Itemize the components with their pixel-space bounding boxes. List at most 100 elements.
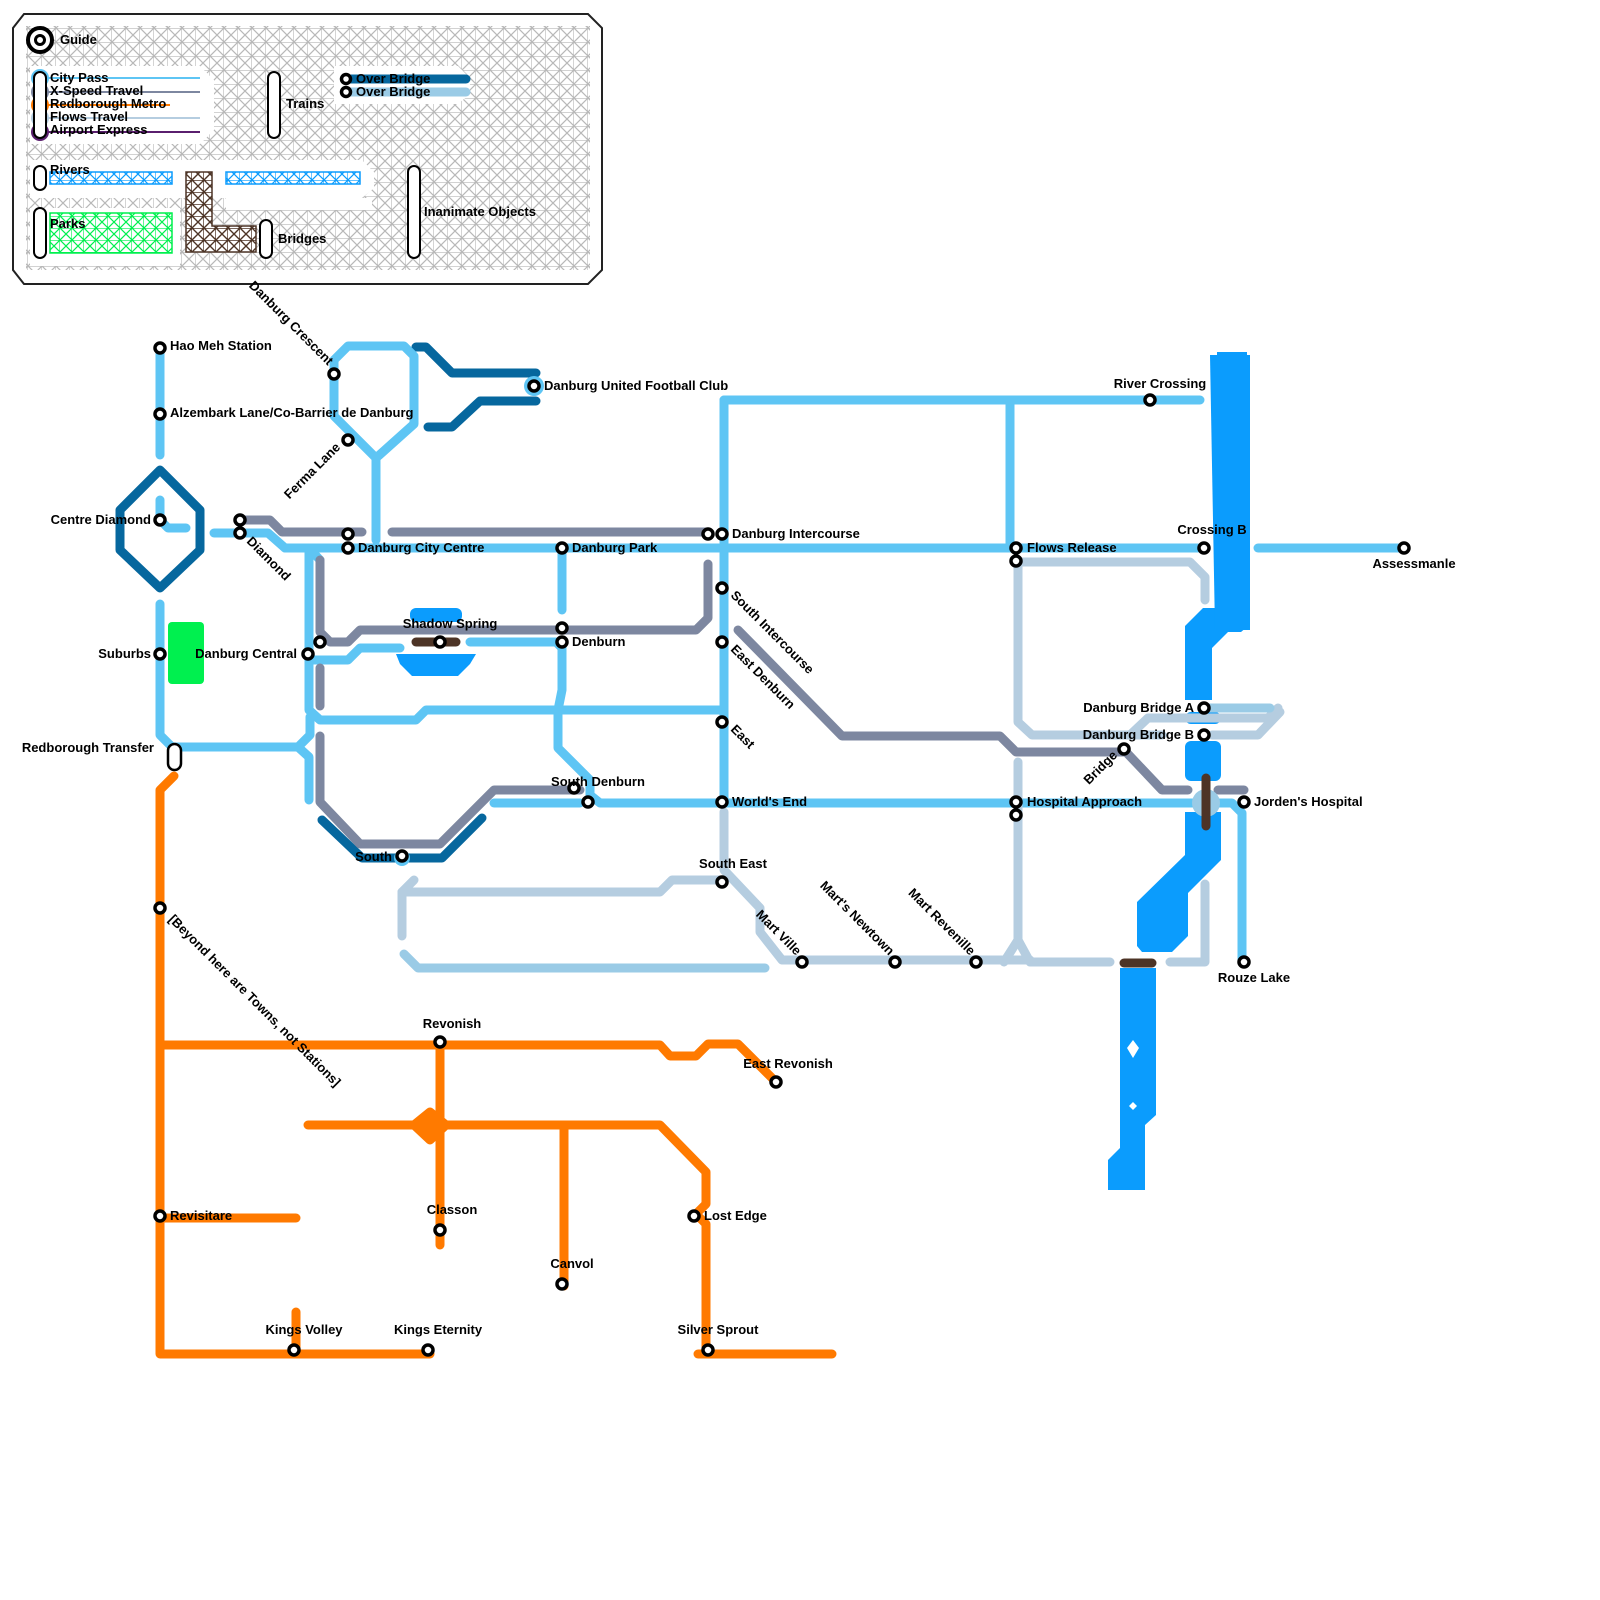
label-crossing-b: Crossing B xyxy=(1177,522,1246,537)
station-danburg-bridge-a[interactable] xyxy=(1197,701,1211,715)
station-hospital-approach[interactable] xyxy=(1009,795,1023,809)
station-danburg-central-xspeed[interactable] xyxy=(313,635,327,649)
station-city-centre-xspeed[interactable] xyxy=(341,527,355,541)
label-alzembark: Alzembark Lane/Co-Barrier de Danburg xyxy=(170,405,414,420)
legend-bridges-label: Bridges xyxy=(278,231,326,246)
station-kings-volley[interactable] xyxy=(287,1343,301,1357)
redborough-transfer-interchange[interactable] xyxy=(166,742,183,772)
label-rouze-lake: Rouze Lake xyxy=(1218,970,1290,985)
station-flows-release-flows[interactable] xyxy=(1009,554,1023,568)
label-revisitare: Revisitare xyxy=(170,1208,232,1223)
station-alzembark[interactable] xyxy=(153,407,167,421)
label-east-revonish: East Revonish xyxy=(743,1056,833,1071)
station-bridge[interactable] xyxy=(1117,742,1131,756)
station-kings-eternity[interactable] xyxy=(421,1343,435,1357)
station-suburbs[interactable] xyxy=(153,647,167,661)
station-beyond[interactable] xyxy=(153,901,167,915)
label-marts-newtown: Mart's Newtown xyxy=(817,878,897,958)
legend: Guide City Pass X-Speed Travel Redboroug… xyxy=(12,13,603,285)
label-suburbs: Suburbs xyxy=(98,646,151,661)
label-danburg-city-centre: Danburg City Centre xyxy=(358,540,484,555)
station-south-denburn-xspeed[interactable] xyxy=(567,781,581,795)
station-south[interactable] xyxy=(395,849,409,863)
legend-over-bridge-label-1: Over Bridge xyxy=(356,71,430,86)
station-centre-diamond[interactable] xyxy=(153,513,167,527)
station-revonish[interactable] xyxy=(433,1035,447,1049)
station-south-east[interactable] xyxy=(715,875,729,889)
station-east[interactable] xyxy=(715,715,729,729)
inanimate-icon xyxy=(407,165,421,259)
station-mart-ville[interactable] xyxy=(795,955,809,969)
station-silver-sprout[interactable] xyxy=(701,1343,715,1357)
label-danburg-intercourse: Danburg Intercourse xyxy=(732,526,860,541)
station-crossing-b[interactable] xyxy=(1197,541,1211,555)
station-jordens-hospital[interactable] xyxy=(1237,795,1251,809)
station-danburg-city-centre[interactable] xyxy=(341,541,355,555)
station-dufc[interactable] xyxy=(527,379,541,393)
station-hao-meh[interactable] xyxy=(153,341,167,355)
station-danburg-bridge-b[interactable] xyxy=(1197,728,1211,742)
station-diamond-xspeed[interactable] xyxy=(233,513,247,527)
station-east-revonish[interactable] xyxy=(769,1075,783,1089)
station-east-denburn[interactable] xyxy=(715,635,729,649)
legend-parks-label: Parks xyxy=(50,216,85,231)
label-beyond: [Beyond here are Towns, not Stations] xyxy=(166,912,344,1090)
station-mart-revenille[interactable] xyxy=(969,955,983,969)
legend-label-flows: Flows Travel xyxy=(50,109,128,124)
label-assessmanle: Assessmanle xyxy=(1372,556,1455,571)
legend-trains-label: Trains xyxy=(286,96,324,111)
station-flows-release[interactable] xyxy=(1009,541,1023,555)
station-danburg-crescent[interactable] xyxy=(327,367,341,381)
station-ferma-lane[interactable] xyxy=(341,433,355,447)
label-south: South xyxy=(355,849,392,864)
label-denburn: Denburn xyxy=(572,634,626,649)
park xyxy=(168,622,204,684)
rivers xyxy=(396,352,1250,1190)
station-worlds-end[interactable] xyxy=(715,795,729,809)
station-danburg-intercourse[interactable] xyxy=(715,527,729,541)
station-assessmanle[interactable] xyxy=(1397,541,1411,555)
station-danburg-park[interactable] xyxy=(555,541,569,555)
legend-label-x-speed: X-Speed Travel xyxy=(50,83,143,98)
label-revonish: Revonish xyxy=(423,1016,482,1031)
label-lost-edge: Lost Edge xyxy=(704,1208,767,1223)
label-shadow-spring: Shadow Spring xyxy=(403,616,498,631)
label-south-denburn: South Denburn xyxy=(551,774,645,789)
label-ferma-lane: Ferma Lane xyxy=(281,440,343,502)
label-danburg-bridge-b: Danburg Bridge B xyxy=(1083,727,1194,742)
legend-label-airport: Airport Express xyxy=(50,122,148,137)
stations xyxy=(153,341,1411,1357)
station-river-crossing[interactable] xyxy=(1143,393,1157,407)
station-diamond[interactable] xyxy=(233,526,247,540)
station-hospital-approach-flows[interactable] xyxy=(1009,808,1023,822)
legend-guide-label: Guide xyxy=(60,32,97,47)
station-rouze-lake[interactable] xyxy=(1237,955,1251,969)
station-south-denburn[interactable] xyxy=(581,795,595,809)
label-danburg-central: Danburg Central xyxy=(195,646,297,661)
station-revisitare[interactable] xyxy=(153,1209,167,1223)
station-denburn[interactable] xyxy=(555,635,569,649)
station-denburn-xspeed[interactable] xyxy=(555,621,569,635)
line-x-speed xyxy=(235,515,1249,849)
lake-shadow-spring-north xyxy=(410,608,462,622)
station-marts-newtown[interactable] xyxy=(888,955,902,969)
label-hao-meh: Hao Meh Station xyxy=(170,338,272,353)
station-canvol[interactable] xyxy=(555,1277,569,1291)
line-flows xyxy=(397,557,1285,967)
station-lost-edge[interactable] xyxy=(687,1209,701,1223)
station-intercourse-xspeed[interactable] xyxy=(701,527,715,541)
label-mart-revenille: Mart Revenille xyxy=(906,885,979,958)
station-shadow-spring[interactable] xyxy=(433,635,447,649)
legend-rivers-label: Rivers xyxy=(50,162,90,177)
line-redborough xyxy=(155,771,837,1359)
legend-river-swatch xyxy=(49,171,173,185)
label-flows-release: Flows Release xyxy=(1027,540,1117,555)
label-kings-eternity: Kings Eternity xyxy=(394,1322,483,1337)
label-worlds-end: World's End xyxy=(732,794,807,809)
station-south-intercourse[interactable] xyxy=(715,581,729,595)
station-classon[interactable] xyxy=(433,1223,447,1237)
station-danburg-central[interactable] xyxy=(301,647,315,661)
legend-label-redborough: Redborough Metro xyxy=(50,96,166,111)
legend-bridge-swatch xyxy=(185,171,257,253)
